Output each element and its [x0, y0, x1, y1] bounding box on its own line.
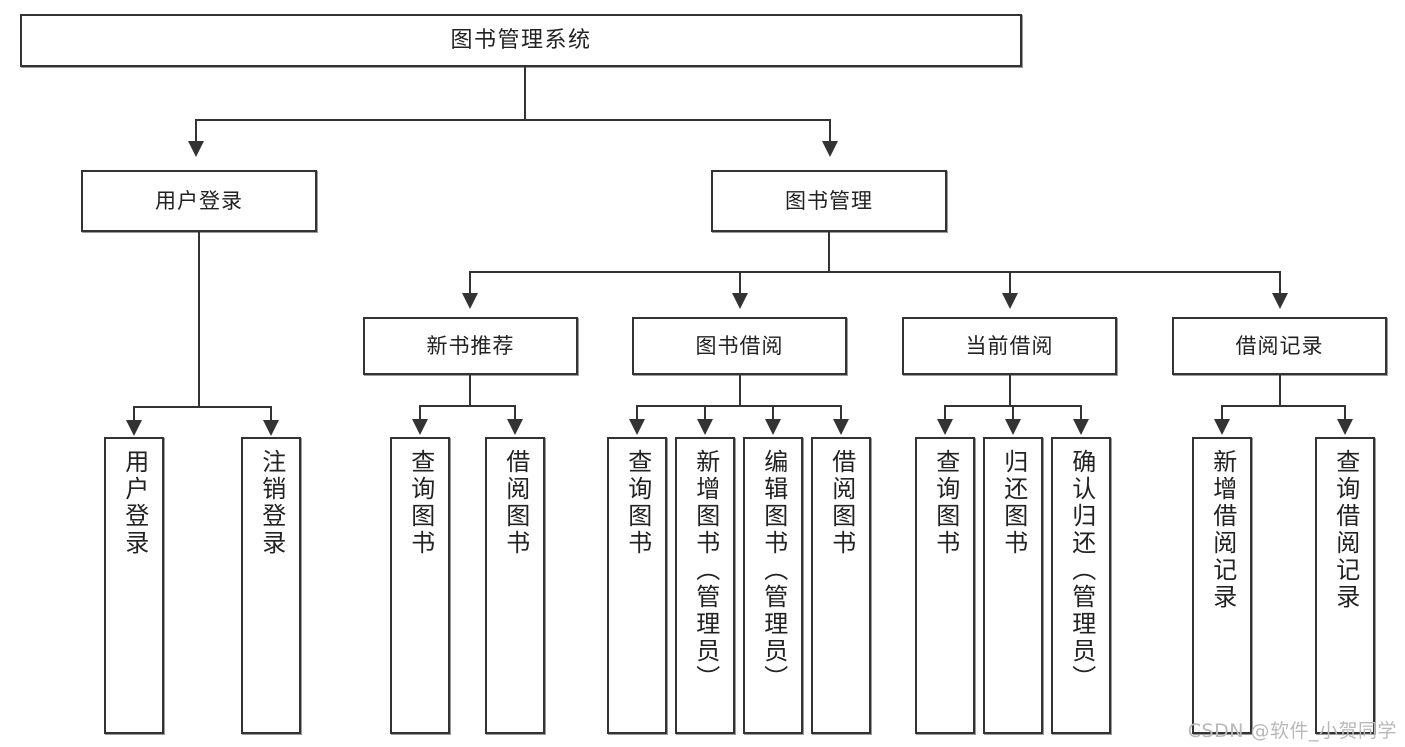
connector-to-borrow-record: [1279, 271, 1281, 296]
connector-book-borrow-leaf2: [704, 405, 706, 421]
connector-borrow-record-trunk: [1279, 375, 1281, 407]
connector-book-management-trunk: [828, 232, 830, 272]
connector-current-borrow-leaf2: [1012, 405, 1014, 421]
leaf-book-borrow-borrow-book[interactable]: 借阅图书: [811, 437, 871, 734]
leaf-book-borrow-add-book[interactable]: 新增图书（管理员）: [675, 437, 735, 734]
connector-book-borrow-leaf3: [772, 405, 774, 421]
watermark: CSDN @软件_小贺同学: [1187, 720, 1397, 742]
arrowhead-user-login: [188, 141, 204, 157]
connector-book-borrow-leaf1: [636, 405, 638, 421]
connector-book-borrow-trunk: [739, 375, 741, 407]
arrowhead-book-borrow-leaf2: [697, 419, 713, 435]
connector-current-borrow-leaf1: [944, 405, 946, 421]
connector-user-login-trunk: [198, 232, 200, 408]
connector-user-login-leaf2: [270, 406, 272, 422]
connector-to-book-borrow: [739, 271, 741, 296]
arrowhead-user-login-leaf1: [126, 420, 142, 436]
leaf-current-borrow-query-book[interactable]: 查询图书: [915, 437, 975, 734]
connector-borrow-record-bus: [1221, 405, 1344, 407]
node-label: 当前借阅: [965, 333, 1054, 358]
connector-to-user-login: [195, 119, 197, 143]
node-label: 查询图书: [623, 449, 652, 557]
node-label: 归还图书: [999, 449, 1028, 557]
leaf-borrow-record-add-record[interactable]: 新增借阅记录: [1192, 437, 1252, 734]
node-label: 新增图书（管理员）: [691, 449, 720, 692]
connector-level2-bus: [195, 119, 830, 121]
arrowhead-book-borrow-leaf4: [833, 419, 849, 435]
node-label: 新增借阅记录: [1208, 449, 1237, 611]
node-book-management[interactable]: 图书管理: [711, 170, 947, 232]
node-label: 查询图书: [406, 449, 435, 557]
arrowhead-borrow-record-leaf2: [1337, 419, 1353, 435]
connector-to-current-borrow: [1009, 271, 1011, 296]
node-label: 借阅图书: [827, 449, 856, 557]
connector-borrow-record-leaf2: [1344, 405, 1346, 421]
connector-current-borrow-trunk: [1009, 375, 1011, 407]
connector-new-book-bus: [419, 405, 516, 407]
node-label: 确认归还（管理员）: [1067, 449, 1096, 692]
leaf-current-borrow-return-book[interactable]: 归还图书: [983, 437, 1043, 734]
leaf-user-login-logout[interactable]: 注销登录: [241, 437, 301, 734]
arrowhead-book-borrow: [732, 293, 748, 309]
node-label: 图书管理: [785, 188, 873, 213]
leaf-new-book-query-book[interactable]: 查询图书: [390, 437, 450, 734]
node-root-book-management-system[interactable]: 图书管理系统: [20, 14, 1022, 67]
connector-user-login-bus: [133, 406, 270, 408]
arrowhead-book-borrow-leaf3: [765, 419, 781, 435]
connector-root-trunk: [524, 67, 526, 119]
arrowhead-user-login-leaf2: [263, 420, 279, 436]
node-current-borrow[interactable]: 当前借阅: [902, 317, 1117, 375]
connector-to-new-book: [469, 271, 471, 296]
leaf-book-borrow-query-book[interactable]: 查询图书: [607, 437, 667, 734]
connector-borrow-record-leaf1: [1221, 405, 1223, 421]
connector-new-book-trunk: [469, 375, 471, 407]
arrowhead-current-borrow-leaf3: [1073, 419, 1089, 435]
connector-to-book-management: [829, 119, 831, 143]
arrowhead-current-borrow-leaf2: [1005, 419, 1021, 435]
node-label: 借阅图书: [501, 449, 530, 557]
node-label: 注销登录: [257, 449, 286, 557]
arrowhead-current-borrow-leaf1: [937, 419, 953, 435]
arrowhead-book-management: [822, 141, 838, 157]
node-label: 查询借阅记录: [1331, 449, 1360, 611]
node-book-borrow[interactable]: 图书借阅: [632, 317, 847, 375]
connector-user-login-leaf1: [133, 406, 135, 422]
arrowhead-new-book: [462, 293, 478, 309]
node-label: 编辑图书（管理员）: [759, 449, 788, 692]
connector-book-borrow-bus: [636, 405, 842, 407]
leaf-new-book-borrow-book[interactable]: 借阅图书: [485, 437, 545, 734]
leaf-book-borrow-edit-book[interactable]: 编辑图书（管理员）: [743, 437, 803, 734]
node-label: 新书推荐: [426, 333, 515, 358]
node-borrow-record[interactable]: 借阅记录: [1172, 317, 1387, 375]
connector-new-book-leaf1: [419, 405, 421, 421]
leaf-borrow-record-query-record[interactable]: 查询借阅记录: [1315, 437, 1375, 734]
node-label: 图书借阅: [695, 333, 784, 358]
node-label: 用户登录: [120, 449, 149, 557]
node-label: 查询图书: [931, 449, 960, 557]
arrowhead-new-book-leaf2: [507, 419, 523, 435]
node-label: 借阅记录: [1235, 333, 1324, 358]
node-new-book-recommend[interactable]: 新书推荐: [363, 317, 578, 375]
arrowhead-new-book-leaf1: [412, 419, 428, 435]
connector-new-book-leaf2: [514, 405, 516, 421]
leaf-current-borrow-confirm-return[interactable]: 确认归还（管理员）: [1051, 437, 1111, 734]
node-user-login[interactable]: 用户登录: [81, 170, 317, 232]
arrowhead-borrow-record-leaf1: [1214, 419, 1230, 435]
connector-book-borrow-leaf4: [840, 405, 842, 421]
arrowhead-current-borrow: [1002, 293, 1018, 309]
arrowhead-book-borrow-leaf1: [629, 419, 645, 435]
connector-level3-bus: [469, 271, 1280, 273]
connector-current-borrow-leaf3: [1080, 405, 1082, 421]
leaf-user-login-login[interactable]: 用户登录: [104, 437, 164, 734]
arrowhead-borrow-record: [1272, 293, 1288, 309]
node-label: 图书管理系统: [450, 27, 592, 53]
node-label: 用户登录: [155, 188, 243, 213]
